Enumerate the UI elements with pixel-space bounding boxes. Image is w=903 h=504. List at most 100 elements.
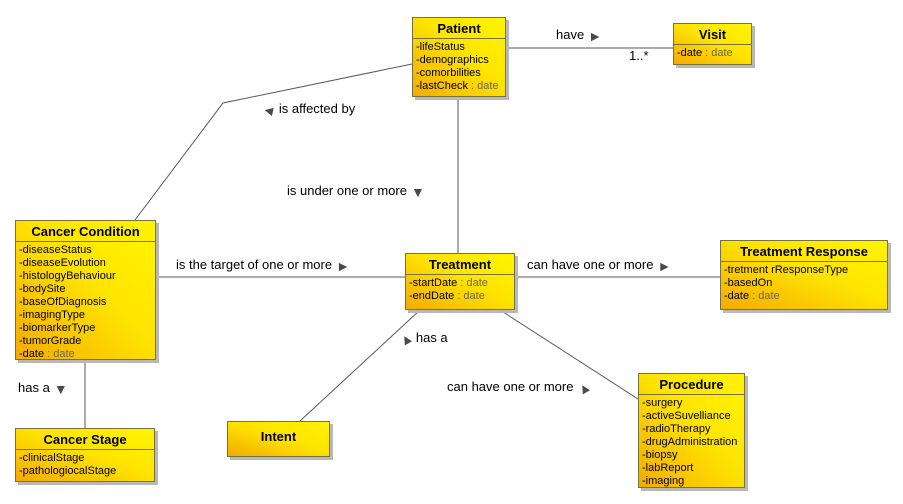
edge-label-text: can have one or more [527,257,654,272]
class-attributes: -surgery -activeSuvelliance -radioTherap… [639,395,744,490]
attribute: -biopsy [642,449,741,462]
attribute: -bodySite [19,283,152,296]
class-attributes: -date : date [674,45,751,62]
arrow-down-icon: ▼ [53,381,68,397]
multiplicity-visit: 1..* [629,48,649,63]
attribute: -radioTherapy [642,423,741,436]
attribute-type: : date [702,47,733,59]
attribute: -comorbilities [416,67,502,80]
arrow-up-icon: ▲ [574,377,595,399]
attribute-name: -labReport [642,462,694,474]
attribute-name: -diseaseEvolution [19,257,106,269]
attribute-name: -diseaseStatus [19,244,92,256]
connector-treatment-procedure [499,309,639,400]
class-attributes: -diseaseStatus -diseaseEvolution -histol… [16,242,155,363]
edge-label-can-have-one-or-more-procedure: can have one or more▲ [447,377,595,399]
attribute: -date : date [19,348,152,361]
edge-label-text: can have one or more [447,379,574,394]
attribute: -histologyBehaviour [19,270,152,283]
attribute: -startDate : date [409,277,511,290]
attribute: -diseaseEvolution [19,257,152,270]
edge-label-text: is the target of one or more [176,257,333,272]
class-title: Procedure [639,374,744,395]
attribute: -basedOn [724,277,884,290]
class-cancer-condition[interactable]: Cancer Condition -diseaseStatus -disease… [15,220,156,360]
attribute-name: -surgery [642,397,683,409]
class-attributes: -clinicalStage -pathologiocalStage [16,450,154,480]
attribute-name: -date [677,47,703,59]
arrow-right-icon: ► [336,258,350,274]
attribute: -activeSuvelliance [642,410,741,423]
attribute-name: -basedOn [724,277,773,289]
attribute: -tumorGrade [19,335,152,348]
attribute: -surgery [642,397,741,410]
attribute-type: : date [749,290,780,302]
class-procedure[interactable]: Procedure -surgery -activeSuvelliance -r… [638,373,745,488]
edge-label-have: have► [556,27,602,43]
class-attributes: -tretment rResponseType -basedOn -date :… [721,262,887,305]
attribute-name: -bodySite [19,283,66,295]
attribute-name: -radioTherapy [642,423,711,435]
multiplicity-text: 1..* [629,48,649,63]
attribute: -diseaseStatus [19,244,152,257]
class-attributes: -startDate : date -endDate : date [406,275,514,305]
class-attributes: -lifeStatus -demographics -comorbilities… [413,39,505,95]
connector-patient-cancer-condition [134,63,413,221]
attribute: -date : date [677,47,748,60]
attribute-name: -drugAdministration [642,436,738,448]
attribute: -imaging [642,475,741,488]
attribute-name: -date [19,348,45,360]
attribute: -pathologiocalStage [19,465,151,478]
edge-label-is-under-one-or-more: is under one or more▼ [287,183,425,199]
attribute-name: -comorbilities [416,67,481,79]
class-intent[interactable]: Intent [227,421,330,457]
class-patient[interactable]: Patient -lifeStatus -demographics -comor… [412,17,506,97]
attribute-type: : date [457,277,488,289]
class-title: Visit [674,24,751,45]
attribute-type: : date [454,290,485,302]
attribute: -labReport [642,462,741,475]
attribute: -drugAdministration [642,436,741,449]
arrow-up-icon: ▲ [395,328,416,350]
attribute: -lifeStatus [416,41,502,54]
attribute: -tretment rResponseType [724,264,884,277]
edge-label-text: is under one or more [287,183,407,198]
edge-label-text: is affected by [278,101,356,116]
edge-label-is-affected-by: ◄is affected by [260,101,356,120]
attribute-name: -demographics [416,54,489,66]
class-treatment-response[interactable]: Treatment Response -tretment rResponseTy… [720,240,888,310]
class-title: Intent [260,429,297,444]
class-cancer-stage[interactable]: Cancer Stage -clinicalStage -pathologioc… [15,428,155,482]
attribute-name: -startDate [409,277,458,289]
attribute-name: -lastCheck [416,80,468,92]
class-title: Treatment [406,254,514,275]
attribute-type: : date [467,80,499,92]
attribute-name: -histologyBehaviour [19,270,116,282]
attribute-name: -endDate [409,290,455,302]
attribute-name: -imagingType [19,309,86,321]
attribute-name: -biopsy [642,449,678,461]
attribute-name: -pathologiocalStage [19,465,117,477]
connector-treatment-intent [299,309,421,422]
attribute-name: -baseOfDiagnosis [19,296,107,308]
class-visit[interactable]: Visit -date : date [673,23,752,65]
attribute: -date : date [724,290,884,303]
attribute-name: -tumorGrade [19,335,82,347]
attribute-name: -tretment rResponseType [724,264,849,276]
attribute-name: -activeSuvelliance [642,410,731,422]
attribute: -clinicalStage [19,452,151,465]
attribute: -demographics [416,54,502,67]
attribute: -imagingType [19,309,152,322]
attribute-name: -date [724,290,750,302]
class-treatment[interactable]: Treatment -startDate : date -endDate : d… [405,253,515,310]
arrow-down-icon: ▼ [410,184,425,200]
attribute: -baseOfDiagnosis [19,296,152,309]
edge-label-is-the-target-of-one-or-more: is the target of one or more► [176,257,350,273]
attribute-name: -biomarkerType [19,322,96,334]
attribute: -biomarkerType [19,322,152,335]
attribute: -endDate : date [409,290,511,303]
edge-label-text: has a [18,380,50,395]
class-title: Cancer Condition [16,221,155,242]
